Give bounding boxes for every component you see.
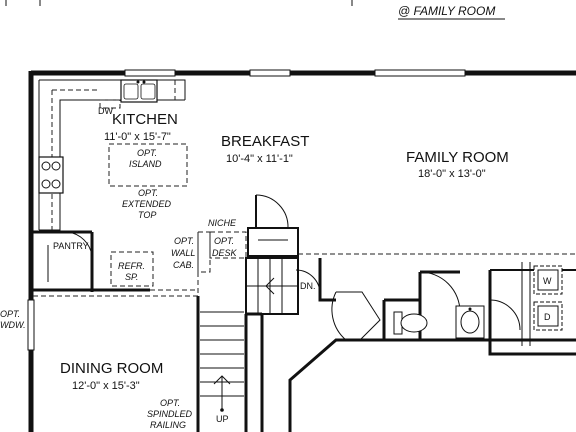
railing-label: RAILING: [150, 420, 186, 430]
pantry-label: PANTRY: [53, 241, 89, 251]
optional-wall-cabinet: [197, 231, 211, 273]
desk-label: DESK: [212, 248, 238, 258]
opt-window-opt-label: OPT.: [0, 309, 20, 319]
extended-opt-label: OPT.: [138, 188, 158, 198]
range-icon: [38, 156, 64, 194]
niche-label: NICHE: [208, 218, 237, 228]
dishwasher-box: [99, 99, 121, 109]
exterior-walls: [27, 69, 576, 432]
dishwasher-label: DW: [98, 106, 113, 116]
down-label: DN.: [300, 281, 316, 291]
family-room-name: FAMILY ROOM: [406, 149, 509, 166]
lavatory-icon: [455, 305, 485, 339]
washer-label: W: [543, 276, 552, 286]
island-label: ISLAND: [129, 159, 162, 169]
island-opt-label: OPT.: [137, 148, 157, 158]
family-room-size: 18'-0" x 13'-0": [418, 168, 486, 180]
railing-spindled-label: SPINDLED: [147, 409, 193, 419]
toilet-icon: [393, 311, 428, 335]
pantry-walls: [33, 230, 150, 292]
up-label: UP: [216, 414, 229, 424]
up-stair: [196, 296, 248, 432]
optional-island: [108, 143, 188, 187]
wall-cab-cab-label: CAB.: [173, 260, 194, 270]
kitchen-size: 11'-0" x 15'-7": [104, 131, 171, 143]
desk-opt-label: OPT.: [214, 236, 234, 246]
extended-top-label: TOP: [138, 210, 156, 220]
refr-sp-label: SP.: [125, 272, 138, 282]
optional-desk: [209, 231, 247, 259]
breakfast-size: 10'-4" x 11'-1": [226, 153, 293, 165]
hall-walls: [150, 258, 576, 432]
header-caption: @ FAMILY ROOM: [398, 4, 495, 18]
wall-cab-opt-label: OPT.: [174, 236, 194, 246]
closet-door: [247, 194, 299, 257]
dryer-icon: [533, 301, 563, 331]
wall-cab-label: WALL: [171, 248, 195, 258]
opt-window-label: WDW.: [0, 320, 26, 330]
kitchen-name: KITCHEN: [112, 111, 178, 128]
railing-opt-label: OPT.: [160, 398, 180, 408]
extended-label: EXTENDED: [122, 199, 172, 209]
breakfast-name: BREAKFAST: [221, 133, 309, 150]
dining-room-size: 12'-0" x 15'-3": [72, 380, 140, 392]
refrigerator-space: [110, 251, 154, 287]
dining-room-name: DINING ROOM: [60, 360, 163, 377]
sink-icon: [120, 79, 158, 103]
dryer-label: D: [544, 312, 551, 322]
coat-closet: [331, 291, 381, 341]
refr-label: REFR.: [118, 261, 145, 271]
washer-icon: [533, 265, 563, 295]
